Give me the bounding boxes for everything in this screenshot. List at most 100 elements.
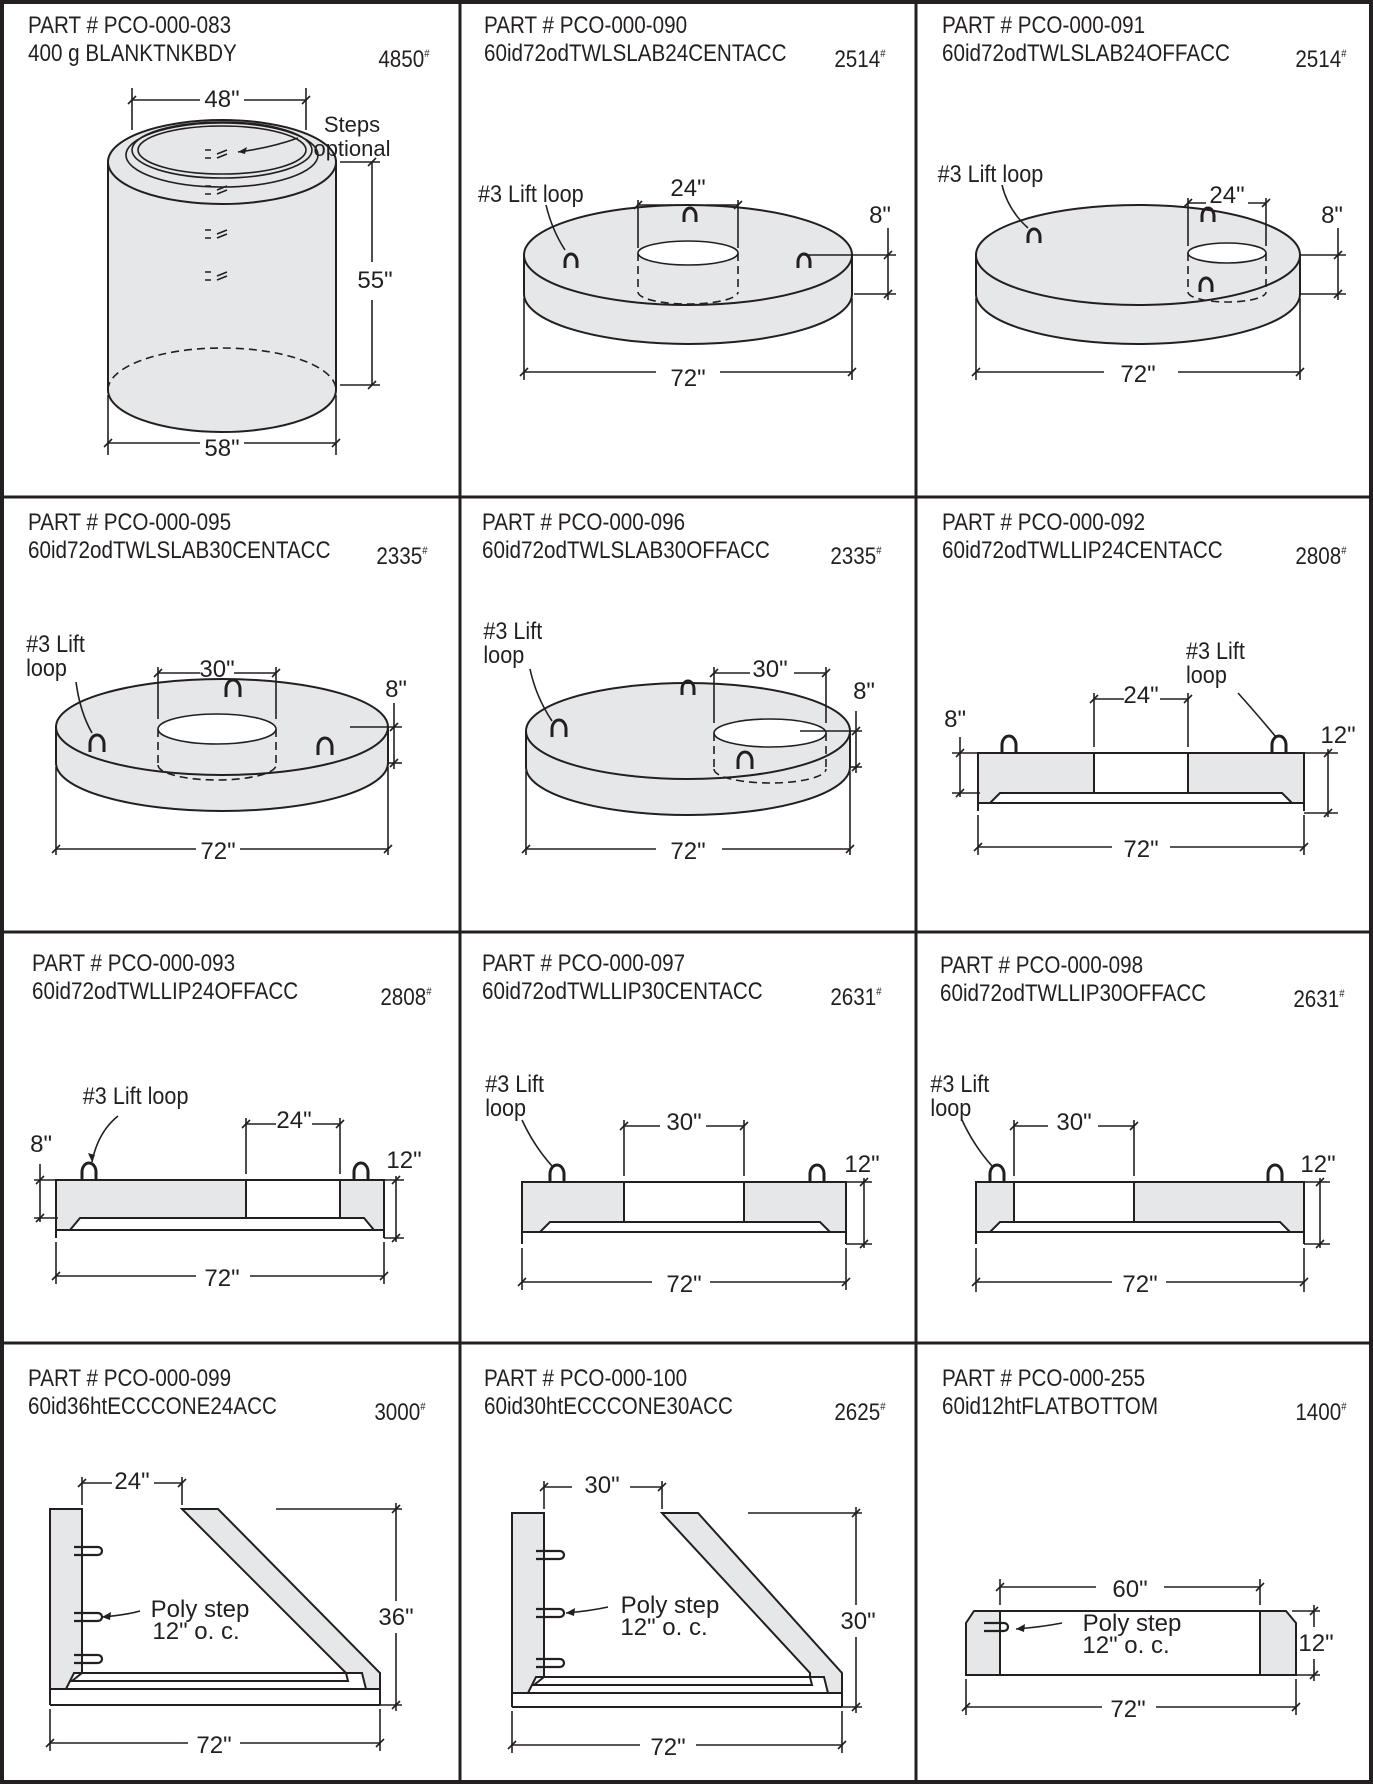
- part-name: 60id30htECCCONE30ACC: [484, 1393, 733, 1420]
- dim-opening: 24": [670, 175, 705, 202]
- lift-loop: [796, 252, 812, 268]
- part-name: 60id72odTWLSLAB30OFFACC: [482, 537, 770, 564]
- part-number: PART # PCO-000-093: [32, 950, 236, 977]
- lift-loop-label-2: loop: [930, 1094, 971, 1121]
- dim-height: [340, 157, 380, 390]
- dim-thick: 8": [869, 202, 891, 229]
- cell-pco-000-083: PART # PCO-000-083 400 g BLANKTNKBDY 485…: [0, 0, 460, 497]
- step-marks: [205, 149, 228, 281]
- lip-drawing: #3 Lift loop 30" 12" 72": [485, 1070, 879, 1298]
- part-number: PART # PCO-000-096: [482, 509, 686, 536]
- slab-drawing: #3 Lift loop 30" 8" 72": [26, 630, 407, 865]
- part-number: PART # PCO-000-092: [942, 509, 1146, 536]
- lift-loop-label: #3 Lift loop: [938, 160, 1044, 187]
- part-weight: 2514#: [1295, 46, 1347, 73]
- part-number: PART # PCO-000-098: [940, 952, 1144, 979]
- dim-bottom-label: 58": [204, 435, 239, 462]
- part-weight: 1400#: [1295, 1399, 1347, 1426]
- slab-drawing: #3 Lift loop 24" 8" 72": [478, 175, 896, 392]
- lift-loop-label-2: loop: [483, 641, 524, 668]
- dim-thick: 8": [1321, 202, 1343, 229]
- dim-opening: 24": [1209, 182, 1244, 209]
- dim-height-label: 55": [357, 267, 392, 294]
- part-name: 60id36htECCCONE24ACC: [28, 1393, 277, 1420]
- part-number: PART # PCO-000-100: [484, 1365, 688, 1392]
- part-number: PART # PCO-000-090: [484, 12, 688, 39]
- poly-step-note-2: 12" o. c.: [1082, 1632, 1169, 1659]
- dim-opening: 30": [1056, 1109, 1091, 1136]
- cell-pco-000-100: PART # PCO-000-100 60id30htECCCONE30ACC …: [460, 1343, 916, 1784]
- lift-loop-label-2: loop: [485, 1094, 526, 1121]
- lift-loop-label-1: #3 Lift: [483, 617, 542, 644]
- dim-width: 72": [650, 1734, 685, 1761]
- poly-steps: [536, 1549, 566, 1669]
- poly-step-note-2: 12" o. c.: [620, 1614, 707, 1641]
- dim-opening: 24": [114, 1468, 149, 1495]
- lift-loop-label-2: loop: [26, 654, 67, 681]
- part-weight: 2631#: [1293, 986, 1345, 1013]
- part-number: PART # PCO-000-095: [28, 509, 232, 536]
- part-name: 60id12htFLATBOTTOM: [942, 1393, 1159, 1420]
- cylinder-drawing: 48" 55" 58" Steps optional: [103, 86, 393, 462]
- dim-opening: 24": [276, 1107, 311, 1134]
- dim-thick: 8": [385, 676, 407, 703]
- dim-height: 30": [840, 1608, 875, 1635]
- lip-drawing: #3 Lift loop 24" 8" 12" 72": [30, 1082, 421, 1292]
- lift-loop-label: #3 Lift loop: [83, 1082, 189, 1109]
- part-weight: 2335#: [376, 543, 428, 570]
- dim-width: 72": [204, 1265, 239, 1292]
- cell-pco-000-090: PART # PCO-000-090 60id72odTWLSLAB24CENT…: [460, 0, 916, 497]
- dim-right: 12": [1320, 722, 1355, 749]
- lift-loop: [682, 206, 698, 222]
- part-weight: 3000#: [374, 1399, 426, 1426]
- steps-note-1: Steps: [324, 112, 380, 137]
- part-number: PART # PCO-000-083: [28, 12, 232, 39]
- part-weight: 2631#: [830, 984, 882, 1011]
- dim-top: [127, 88, 311, 130]
- part-number: PART # PCO-000-097: [482, 950, 686, 977]
- dim-width: 72": [1110, 1696, 1145, 1723]
- dim-height: 36": [378, 1604, 413, 1631]
- dim-opening: 24": [1123, 682, 1158, 709]
- dim-right: 12": [1300, 1151, 1335, 1178]
- dim-left: 8": [944, 706, 966, 733]
- dim-width: 72": [670, 365, 705, 392]
- part-weight: 2808#: [1295, 543, 1347, 570]
- flat-bottom-drawing: Poly step 12" o. c. 60" 12" 72": [961, 1576, 1334, 1723]
- poly-step: [984, 1621, 1010, 1633]
- lift-loop-label-1: #3 Lift: [485, 1070, 544, 1097]
- dim-width: 72": [666, 1271, 701, 1298]
- lift-loop: [563, 252, 579, 268]
- part-number: PART # PCO-000-091: [942, 12, 1146, 39]
- part-name: 400 g BLANKTNKBDY: [28, 40, 237, 67]
- cell-pco-000-255: PART # PCO-000-255 60id12htFLATBOTTOM 14…: [916, 1343, 1373, 1784]
- lift-loop-label-2: loop: [1186, 661, 1227, 688]
- dim-thick: 8": [853, 678, 875, 705]
- poly-step-note-1: Poly step: [151, 1596, 250, 1623]
- lift-loop-label-1: #3 Lift: [26, 630, 85, 657]
- dim-right: 12": [844, 1151, 879, 1178]
- lift-loop-label-1: #3 Lift: [1186, 637, 1245, 664]
- dim-width: 72": [200, 838, 235, 865]
- part-weight: 2625#: [834, 1399, 886, 1426]
- part-name: 60id72odTWLSLAB30CENTACC: [28, 537, 331, 564]
- slab-drawing: #3 Lift loop 24" 8" 72": [938, 160, 1346, 388]
- dim-opening: 30": [584, 1472, 619, 1499]
- slab-drawing: #3 Lift loop 30" 8" 72": [483, 617, 875, 865]
- dim-height: 12": [1298, 1630, 1333, 1657]
- part-name: 60id72odTWLLIP30CENTACC: [482, 978, 763, 1005]
- part-weight: 4850#: [378, 46, 430, 73]
- dim-width: 72": [670, 838, 705, 865]
- dim-width: 72": [1123, 836, 1158, 863]
- dim-opening: 30": [666, 1109, 701, 1136]
- dim-width: 72": [1122, 1271, 1157, 1298]
- part-name: 60id72odTWLSLAB24OFFACC: [942, 40, 1230, 67]
- part-weight: 2335#: [830, 543, 882, 570]
- cell-pco-000-098: PART # PCO-000-098 60id72odTWLLIP30OFFAC…: [916, 932, 1373, 1343]
- part-name: 60id72odTWLSLAB24CENTACC: [484, 40, 787, 67]
- part-name: 60id72odTWLLIP24CENTACC: [942, 537, 1223, 564]
- part-weight: 2808#: [380, 984, 432, 1011]
- cone-drawing: Poly step 12" o. c. 24" 36" 72": [45, 1468, 414, 1759]
